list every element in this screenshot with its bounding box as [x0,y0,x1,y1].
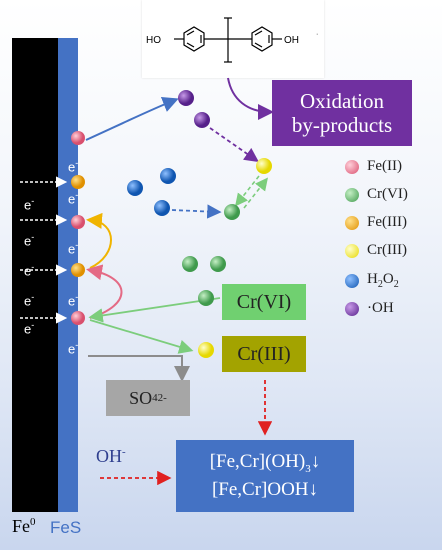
fe2-particle [71,131,85,145]
legend-label: Cr(VI) [367,186,408,202]
fe3-particle [71,263,85,277]
fe0-label: Fe0 [12,516,36,536]
fes-layer [58,38,78,512]
cr6-particle [198,290,214,306]
cr3-legend-icon [345,243,359,258]
cr6-particle [224,204,240,220]
h2o2-particle [127,180,143,196]
hydroxyl-radical-particle [194,112,210,128]
bpa-oh-label: OH [284,35,299,46]
bisphenol-a-structure: HO OH · [142,0,324,78]
cr3-particle [256,158,272,174]
fe2-particle [71,311,85,325]
cr3-particle [198,342,214,358]
oh-radical-arrow [209,127,259,163]
bpa-radical-dot: · [316,31,318,38]
electron-label: e- [68,340,79,357]
sulfate-arrow [88,355,190,382]
h2o2-arrow [171,204,222,219]
electron-label: e- [24,320,35,337]
legend-item-fe2: Fe(II) [345,158,402,175]
h2o2-particle [154,200,170,216]
legend-label: ·OH [367,300,394,316]
legend-item-fe3: Fe(III) [345,214,407,231]
fe3-legend-icon [345,215,359,230]
cr-redox-arrow [243,177,268,209]
electron-label: e- [24,232,35,249]
electron-label: e- [68,240,79,257]
legend-item-oh-radical: ·OH [345,300,394,317]
cr3-box: Cr(III) [222,336,306,372]
precipitate-line2: [Fe,Cr]OOH↓ [211,479,319,500]
legend-label: Fe(III) [367,214,407,230]
electron-label: e- [68,292,79,309]
electron-label: e- [24,292,35,309]
bpa-ho-label: HO [146,35,161,46]
electron-label: e- [24,262,35,279]
fe0-layer [12,38,58,512]
legend-label: Fe(II) [367,158,402,174]
fe2-particle [71,215,85,229]
legend-item-cr3: Cr(III) [345,242,407,259]
fe-cycle-arrow [86,212,112,269]
oh-radical-legend-icon [345,301,359,316]
oxidation-line2: by-products [291,113,393,137]
fe-cycle-arrow [86,264,123,319]
cr6-particle [182,256,198,272]
cr-redox-arrow [235,175,260,207]
fes-label: FeS [50,518,82,537]
precipitate-box: [Fe,Cr](OH)3↓ [Fe,Cr]OOH↓ [176,440,354,512]
hydroxyl-radical-particle [178,90,194,106]
oxidation-byproducts-box: Oxidation by-products [272,80,412,146]
cr6-particle [210,256,226,272]
fenton-arrow [85,97,179,141]
electron-label: e- [68,190,79,207]
bpa-oxidation-arrow [227,77,274,120]
legend-label-h2o2: H2O2 [367,271,399,290]
fe2-legend-icon [345,159,359,174]
cr6-legend-icon [345,187,359,202]
legend-item-cr6: Cr(VI) [345,186,408,203]
oxidation-line1: Oxidation [300,88,384,113]
electron-label: e- [68,158,79,175]
legend-item-h2o2: H2O2 [345,271,399,290]
hydroxide-label: OH- [96,446,126,466]
cr6-box: Cr(VI) [222,284,306,320]
h2o2-particle [160,168,176,184]
bisphenol-a-icon: HO OH · [146,17,318,63]
cr3-formation-arrow [89,319,194,354]
electron-label: e- [24,196,35,213]
fe3-particle [71,175,85,189]
h2o2-legend-icon [345,273,359,288]
legend-label: Cr(III) [367,242,407,258]
precipitate-line1: [Fe,Cr](OH)3↓ [209,451,321,476]
